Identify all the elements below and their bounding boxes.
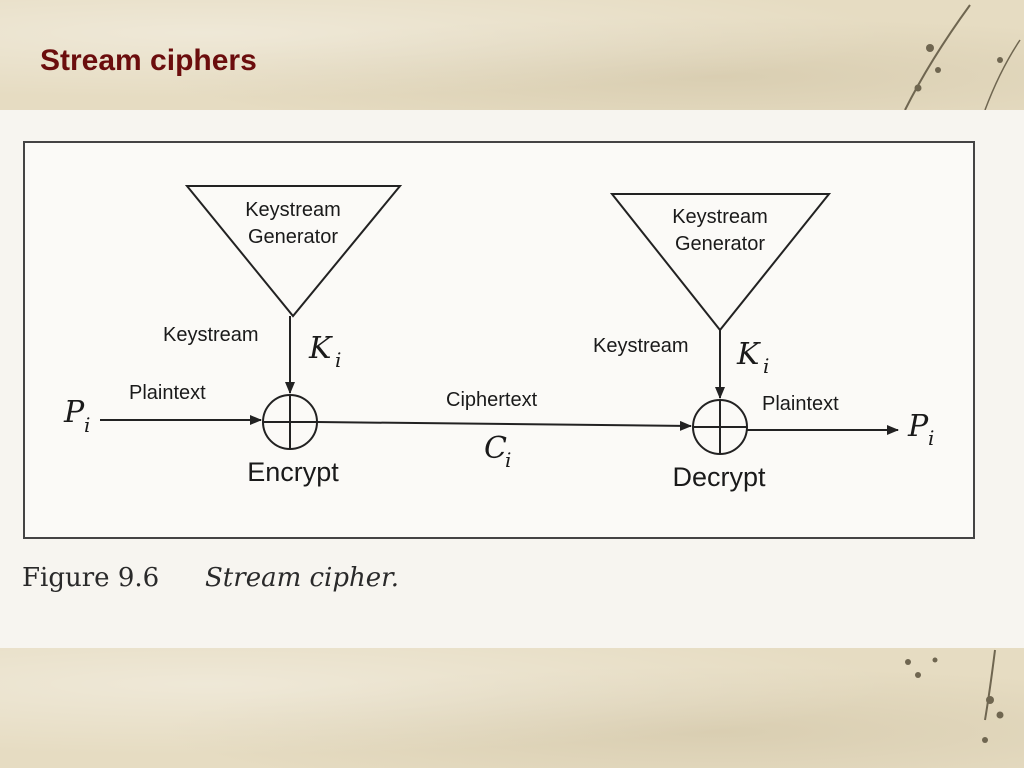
right-generator-label-line2: Generator bbox=[675, 233, 765, 255]
left-key-subscript: i bbox=[335, 348, 341, 372]
right-keystream-label: Keystream bbox=[593, 335, 689, 357]
ciphertext-subscript: i bbox=[505, 448, 511, 472]
left-generator-label-line1: Keystream bbox=[245, 199, 341, 221]
output-plaintext-label: Plaintext bbox=[762, 393, 839, 415]
stream-cipher-diagram: Keystream Generator Keystream K i Encryp… bbox=[22, 141, 975, 593]
left-key-symbol: K bbox=[308, 331, 333, 366]
input-symbol: P bbox=[63, 395, 85, 430]
figure-scan: Keystream Generator Keystream K i Encryp… bbox=[0, 110, 1024, 648]
figure-caption-number: Figure 9.6 bbox=[22, 563, 159, 593]
left-keystream-label: Keystream bbox=[163, 324, 259, 346]
ciphertext-arrow bbox=[316, 420, 692, 431]
output-symbol: P bbox=[907, 409, 929, 444]
decrypt-label: Decrypt bbox=[672, 462, 766, 492]
right-generator-label-line1: Keystream bbox=[672, 206, 768, 228]
right-key-symbol: K bbox=[736, 337, 761, 372]
bottom-paper-band bbox=[0, 648, 1024, 768]
left-keystream-generator bbox=[184, 185, 403, 318]
input-subscript: i bbox=[84, 413, 90, 437]
ciphertext-label: Ciphertext bbox=[446, 389, 538, 411]
slide-title: Stream ciphers bbox=[40, 44, 257, 77]
input-plaintext-label: Plaintext bbox=[129, 382, 206, 404]
output-subscript: i bbox=[928, 426, 934, 450]
top-paper-band bbox=[0, 0, 1024, 110]
encrypt-label: Encrypt bbox=[247, 457, 339, 487]
ciphertext-symbol: C bbox=[484, 431, 507, 466]
right-key-subscript: i bbox=[763, 354, 769, 378]
left-generator-label-line2: Generator bbox=[248, 226, 338, 248]
figure-caption-text: Stream cipher. bbox=[205, 563, 399, 593]
figure-frame bbox=[23, 141, 975, 539]
right-keystream-generator bbox=[609, 193, 832, 332]
